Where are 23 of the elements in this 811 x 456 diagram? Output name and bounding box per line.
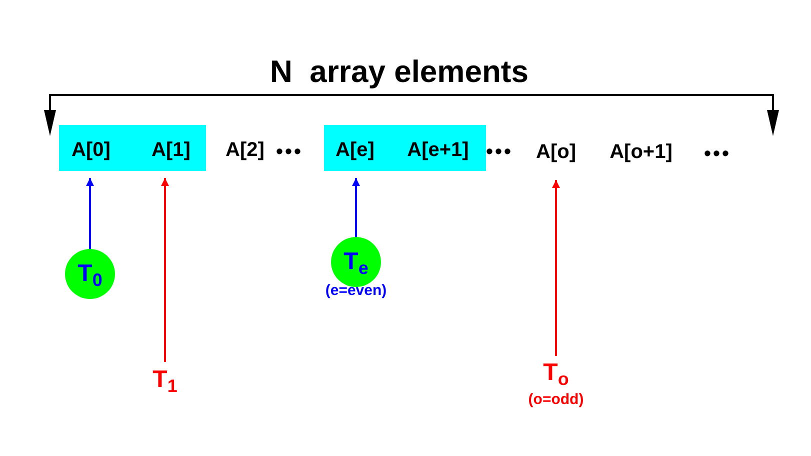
array-element: A[o+1] bbox=[610, 142, 672, 162]
thread-note: (o=odd) bbox=[528, 392, 584, 407]
ellipsis: ••• bbox=[276, 142, 304, 162]
arrow bbox=[161, 178, 169, 362]
ellipsis: ••• bbox=[704, 144, 732, 164]
array-element: A[e] bbox=[336, 140, 374, 160]
arrow bbox=[352, 178, 360, 237]
highlight-band bbox=[59, 125, 206, 171]
array-element: A[2] bbox=[226, 140, 264, 160]
array-element: A[0] bbox=[72, 140, 110, 160]
diagram-title: N array elements bbox=[270, 56, 528, 87]
ellipsis: ••• bbox=[486, 142, 514, 162]
array-element: A[o] bbox=[536, 142, 576, 162]
array-element: A[1] bbox=[152, 140, 190, 160]
thread-name: T$_{o}$ bbox=[543, 361, 569, 385]
thread-name: T$_{0}$ bbox=[78, 262, 102, 286]
array-element: A[e+1] bbox=[407, 140, 469, 160]
thread-name: T$_{e}$ bbox=[344, 250, 368, 274]
thread-note: (e=even) bbox=[325, 283, 387, 298]
thread-name: T$_{1}$ bbox=[152, 368, 178, 392]
highlight-band bbox=[324, 125, 486, 171]
arrow bbox=[552, 180, 560, 356]
arrow bbox=[86, 178, 94, 249]
